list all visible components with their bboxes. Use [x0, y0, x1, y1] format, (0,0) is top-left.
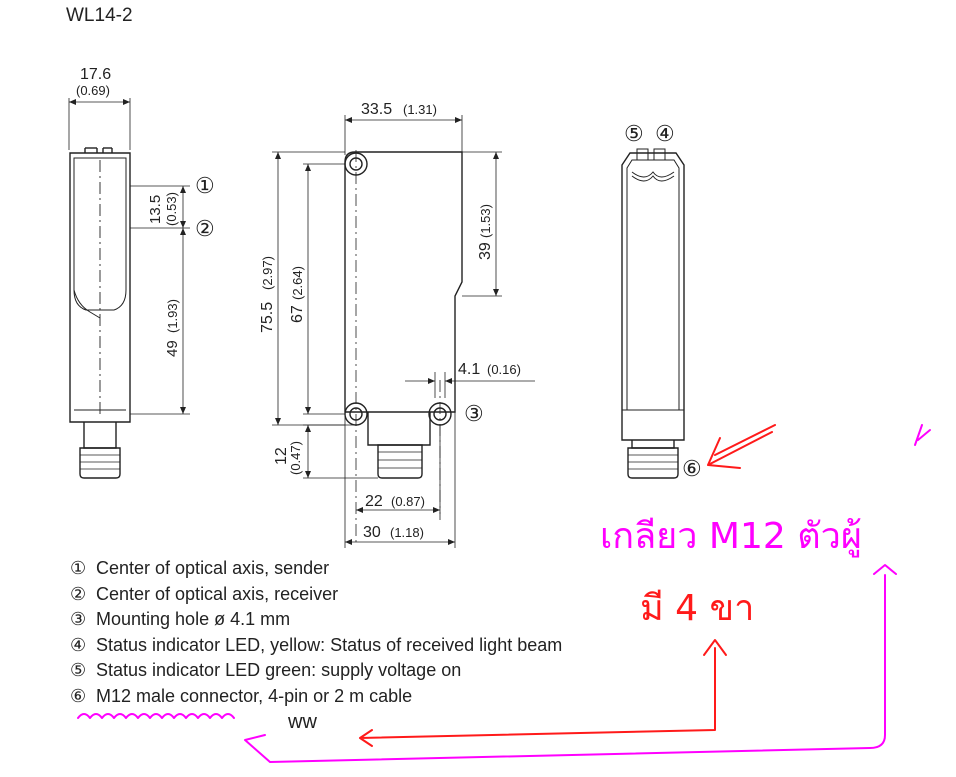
dim-upper-part-in: (1.53) — [478, 204, 493, 238]
dim-base-width: 30 — [363, 524, 381, 541]
dim-hole-spacing-h-in: (0.87) — [391, 494, 425, 509]
dim-axis-offset: 13.5 — [147, 195, 164, 224]
legend-number: ⑥ — [70, 685, 87, 706]
marker-2: ② — [195, 216, 215, 241]
legend: ① Center of optical axis, sender ② Center … — [70, 556, 562, 709]
dim-hole-spacing-v: 67 — [289, 305, 306, 323]
legend-item: ⑤ Status indicator LED green: supply volt… — [70, 658, 562, 684]
legend-item: ④ Status indicator LED, yellow: Status of… — [70, 633, 562, 659]
marker-4: ④ — [655, 121, 675, 146]
red-long-arrow — [359, 647, 716, 747]
red-arrow-to-connector — [707, 424, 776, 469]
handwritten-annotations — [77, 424, 931, 763]
dim-axis-offset-in: (0.53) — [164, 192, 179, 226]
scribble-mark: ww — [287, 711, 317, 733]
legend-number: ⑤ — [70, 660, 87, 680]
dim-total-height-in: (2.97) — [260, 256, 275, 290]
dim-connector-height-in: (0.47) — [288, 441, 303, 475]
magenta-underline-squiggle — [77, 713, 235, 719]
legend-text: Center of optical axis, receiver — [96, 583, 339, 604]
thai-note-line2: มี 4 ขา — [640, 588, 754, 629]
back-view — [621, 148, 685, 479]
dim-width-front-in: (1.31) — [403, 102, 437, 117]
front-view — [272, 115, 535, 548]
dim-upper-part: 39 — [477, 242, 494, 260]
dim-hole-diameter: 4.1 — [458, 361, 480, 378]
legend-item: ① Center of optical axis, sender — [70, 556, 562, 582]
dim-hole-spacing-v-in: (2.64) — [290, 266, 305, 300]
dim-width-front: 33.5 — [361, 101, 392, 118]
dim-width-side: 17.6 — [80, 66, 111, 83]
dim-connector-height: 12 — [273, 447, 290, 465]
magenta-long-arrow — [244, 574, 886, 763]
marker-5: ⑤ — [624, 121, 644, 146]
legend-item: ② Center of optical axis, receiver — [70, 582, 562, 608]
marker-3: ③ — [464, 401, 484, 426]
dim-hole-spacing-h: 22 — [365, 493, 383, 510]
legend-text: Center of optical axis, sender — [96, 558, 330, 578]
thai-note-line1: เกลียว M12 ตัวผู้ — [600, 516, 862, 558]
dim-axis-to-hole: 49 — [164, 340, 181, 357]
legend-text: Mounting hole ø 4.1 mm — [96, 609, 291, 629]
legend-item: ⑥ M12 male connector, 4-pin or 2 m cable — [70, 684, 562, 710]
legend-text: M12 male connector, 4-pin or 2 m cable — [96, 685, 413, 706]
legend-number: ④ — [70, 634, 87, 655]
legend-item: ③ Mounting hole ø 4.1 mm — [70, 607, 562, 633]
legend-text: Status indicator LED, yellow: Status of … — [96, 634, 563, 655]
dim-base-width-in: (1.18) — [390, 525, 424, 540]
legend-number: ① — [70, 558, 87, 578]
legend-number: ② — [70, 583, 87, 604]
marker-1: ① — [195, 173, 215, 198]
drawing-title: WL14-2 — [66, 5, 133, 26]
legend-text: Status indicator LED green: supply volta… — [96, 660, 462, 680]
legend-number: ③ — [70, 609, 87, 629]
marker-6: ⑥ — [682, 456, 702, 481]
dim-axis-to-hole-in: (1.93) — [165, 299, 180, 333]
dim-total-height: 75.5 — [259, 302, 276, 333]
dim-width-side-in: (0.69) — [76, 83, 110, 98]
side-view — [68, 98, 190, 479]
dim-hole-diameter-in: (0.16) — [487, 362, 521, 377]
